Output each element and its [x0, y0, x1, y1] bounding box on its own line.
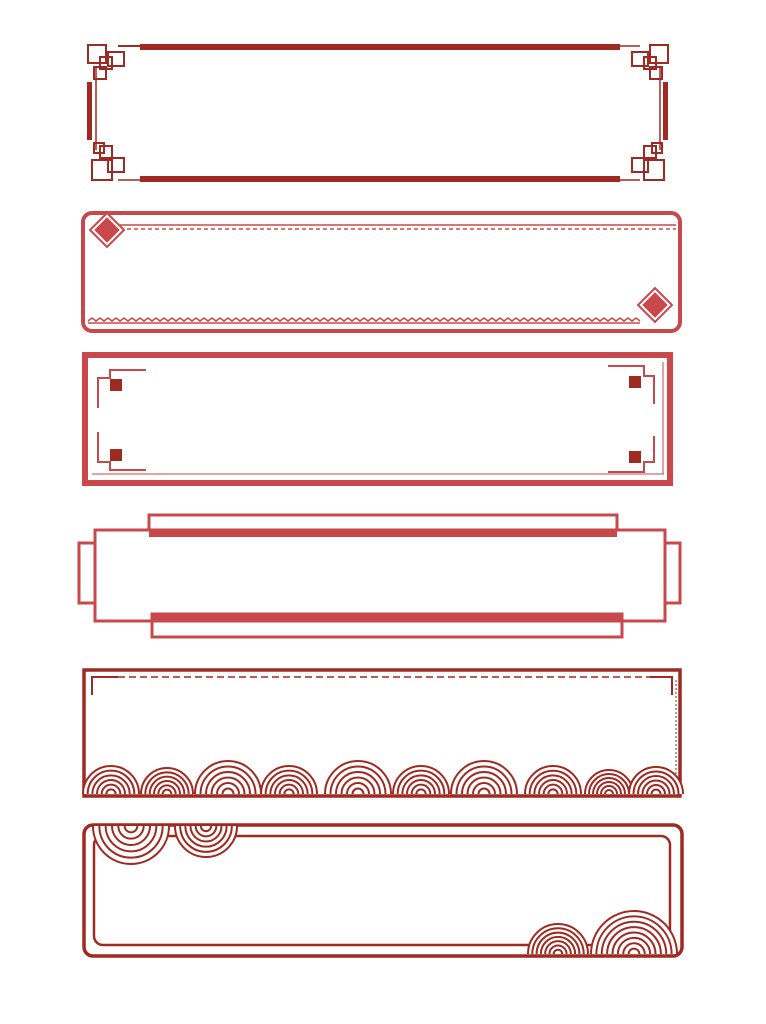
bracket-bottom-left: [97, 432, 146, 471]
wave-arc-7: [450, 760, 518, 795]
fretwork-corner-top-right: [631, 44, 669, 80]
wave-arc-5: [324, 760, 392, 795]
bracket-bottom-right: [608, 436, 655, 473]
bracket-top-left: [97, 369, 146, 408]
fretwork-corner-bottom-left: [91, 142, 125, 181]
left-tab: [77, 541, 97, 605]
wave-arc-bottom-right-2: [590, 910, 678, 955]
wave-arc-4: [260, 765, 318, 795]
wave-arc-6: [392, 765, 450, 795]
wave-arc-top-left-2: [174, 825, 238, 858]
wave-arc-8: [524, 765, 582, 795]
outer-border: [82, 823, 684, 958]
wave-arc-bottom-right-1: [527, 923, 589, 955]
corner-wave-ornaments: [92, 825, 678, 955]
inner-border: [92, 834, 672, 947]
fretwork-corner-bottom-right: [631, 142, 665, 181]
wave-scallop-frame: [82, 668, 684, 798]
wave-arc-10: [628, 766, 684, 795]
frame-top-rule: [118, 44, 640, 50]
wave-arc-top-left-1: [92, 825, 170, 865]
wave-arc-9: [584, 769, 634, 795]
frame-right-bar: [663, 82, 668, 140]
bracket-top-right: [608, 365, 655, 404]
frame-bottom-rule: [118, 176, 640, 182]
wave-arc-1: [82, 765, 140, 795]
main-panel: [93, 528, 667, 623]
scallop-wave-row: [82, 760, 684, 795]
stepped-tab-frame: [77, 513, 682, 639]
corner-tick-left: [91, 676, 118, 695]
diamond-ornament-bottom-right: [636, 286, 674, 324]
rounded-border: [81, 211, 682, 333]
border: [82, 668, 682, 798]
corner-bracket-frame: [82, 352, 673, 486]
thick-border: [82, 352, 673, 486]
wave-arc-2: [140, 767, 194, 795]
rounded-wave-frame: [82, 823, 684, 958]
frame-left-bar: [87, 82, 92, 140]
zigzag-bottom-rule: [87, 317, 641, 322]
diamond-dashed-frame: [81, 211, 682, 333]
fretwork-corner-frame: [87, 44, 669, 182]
wave-arc-3: [194, 760, 262, 795]
corner-tick-right: [650, 676, 673, 695]
diamond-ornament-top-left: [88, 211, 126, 249]
fretwork-corner-top-left: [87, 44, 140, 80]
right-tab: [663, 541, 682, 605]
